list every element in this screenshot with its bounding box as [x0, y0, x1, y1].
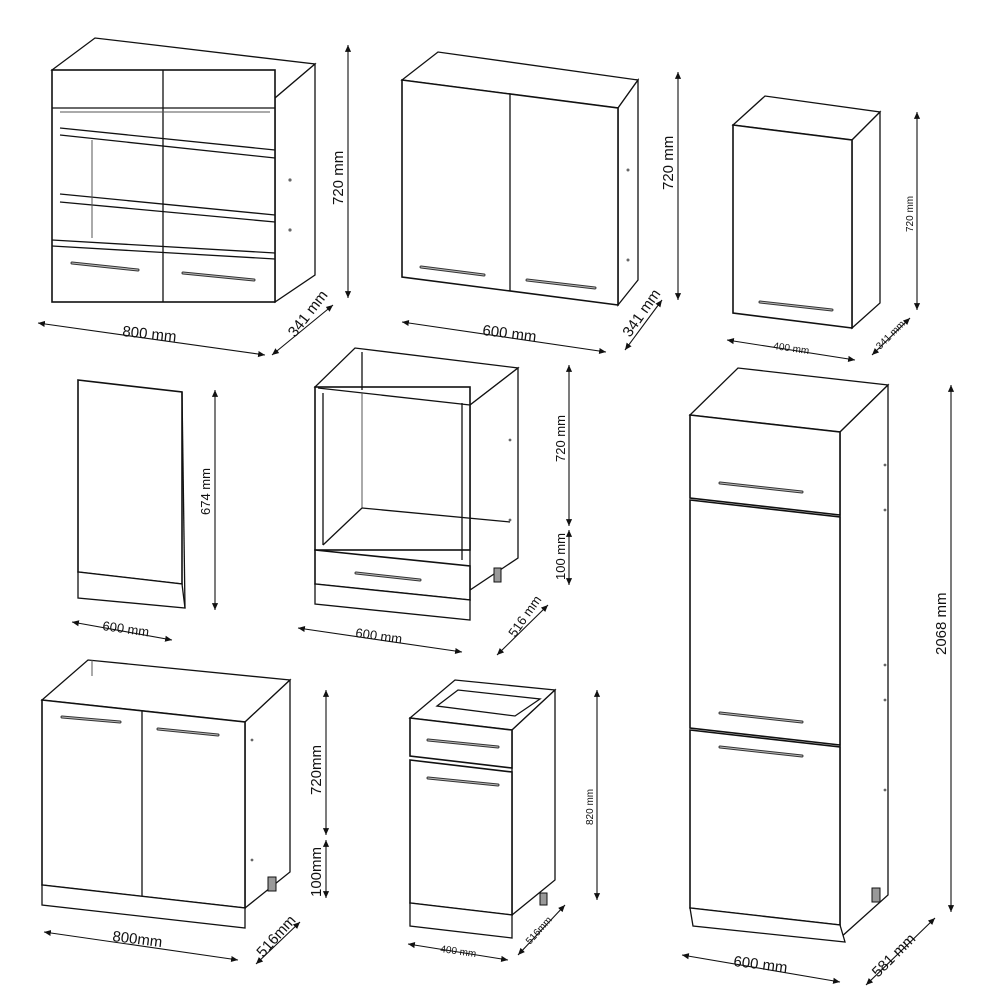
depth-label: 516 mm — [505, 593, 544, 640]
depth-label: 516mm — [524, 915, 554, 947]
width-arrow — [37, 320, 266, 358]
tall-fridge-cabinet-600: 2068 mm 600 mm 581 mm — [681, 367, 955, 986]
height-label: 720 mm — [905, 196, 916, 232]
depth-label: 341 mm — [874, 319, 907, 352]
width-arrow — [43, 929, 239, 963]
depth-label: 341 mm — [285, 287, 332, 340]
depth-arrow — [865, 917, 936, 986]
height-top-label: 720mm — [308, 745, 325, 795]
width-arrow — [71, 620, 173, 642]
sink-base-cabinet-800: 720mm 100mm 800mm 516mm — [40, 659, 330, 965]
drawer-base-cabinet-400: 820 mm 400 mm 516mm — [407, 679, 601, 962]
height-label: 720 mm — [330, 151, 347, 205]
width-label: 400 mm — [773, 341, 810, 357]
height-top-label: 720 mm — [553, 415, 568, 462]
depth-arrow — [517, 904, 566, 956]
width-label: 800 mm — [122, 323, 178, 346]
depth-arrow — [271, 304, 334, 356]
depth-arrow — [496, 604, 549, 656]
depth-arrow — [255, 921, 301, 965]
oven-base-cabinet-600: 720 mm 100 mm 600 mm 516 mm — [297, 347, 573, 656]
height-plinth-label: 100mm — [308, 847, 325, 897]
wall-cabinet-800-glass: 720 mm 800 mm 341 mm — [37, 37, 352, 358]
height-label: 2068 mm — [933, 592, 950, 655]
width-arrow — [726, 338, 856, 362]
width-label: 600 mm — [355, 625, 404, 646]
depth-arrow — [624, 299, 663, 351]
height-plinth-label: 100 mm — [553, 533, 568, 580]
width-arrow — [407, 942, 509, 962]
side-panel-600: 674 mm 600 mm — [71, 379, 219, 642]
height-label: 720 mm — [660, 136, 677, 190]
wall-cabinet-600: 720 mm 600 mm 341 mm — [400, 51, 682, 355]
depth-arrow — [871, 317, 911, 356]
width-arrow — [297, 625, 463, 655]
height-label: 674 mm — [198, 468, 213, 515]
width-arrow — [401, 319, 607, 355]
width-label: 600 mm — [102, 618, 151, 639]
wall-cabinet-400: 720 mm 400 mm 341 mm — [726, 95, 921, 362]
width-arrow — [681, 953, 841, 984]
width-label: 400 mm — [440, 944, 477, 960]
width-label: 800mm — [112, 928, 164, 951]
width-label: 600 mm — [733, 953, 789, 976]
width-label: 600 mm — [482, 322, 538, 345]
height-label: 820 mm — [585, 789, 596, 825]
depth-label: 581 mm — [869, 930, 919, 980]
depth-label: 516mm — [253, 912, 299, 961]
